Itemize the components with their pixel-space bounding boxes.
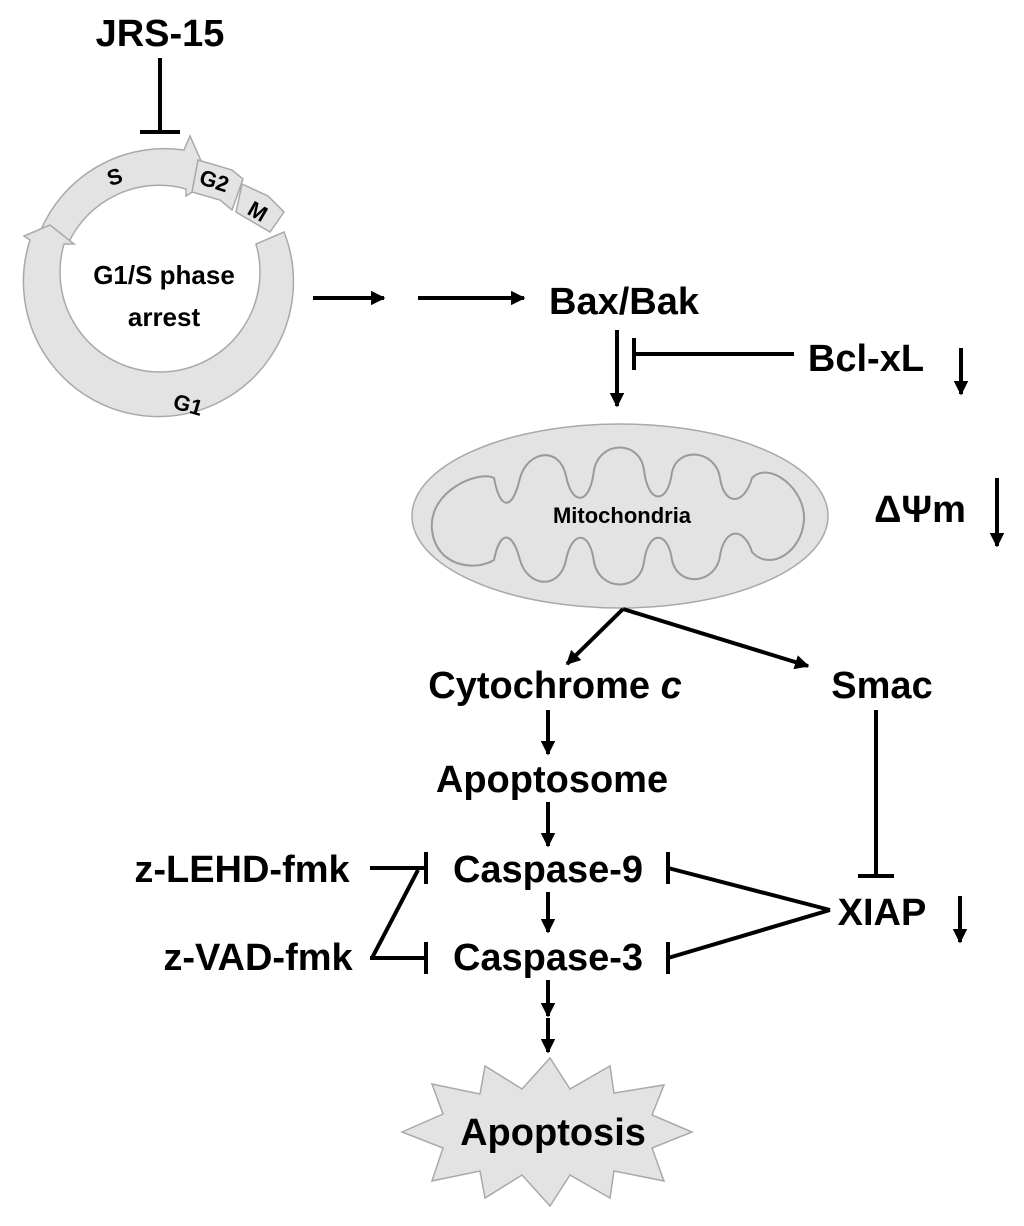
jrs15-label: JRS-15 xyxy=(96,13,225,55)
mitochondria-label: Mitochondria xyxy=(553,503,692,528)
cell-cycle-ring xyxy=(22,134,295,418)
xiap-label: XIAP xyxy=(838,892,927,934)
apoptosis-label: Apoptosis xyxy=(460,1112,646,1154)
m-phase-arrow xyxy=(235,182,285,233)
caspase3-label: Caspase-3 xyxy=(453,937,643,979)
s-phase-arrow xyxy=(39,134,211,245)
xiap-caspase3-line xyxy=(667,908,831,960)
apoptosome-label: Apoptosome xyxy=(436,759,668,801)
apoptosis-starburst xyxy=(400,1056,694,1208)
bax-bak-label: Bax/Bak xyxy=(549,281,700,323)
arrest-label-line2: arrest xyxy=(128,302,201,332)
bclxl-label: Bcl-xL xyxy=(808,338,924,380)
g1-phase-arrow xyxy=(22,224,295,418)
arrow-mito-cytochrome xyxy=(565,607,625,666)
z-vad-fmk-label: z-VAD-fmk xyxy=(163,937,353,979)
caspase9-label: Caspase-9 xyxy=(453,849,643,891)
arrest-label-line1: G1/S phase xyxy=(93,260,235,290)
delta-psi-label: ΔΨm xyxy=(874,489,966,531)
z-lehd-fmk-label: z-LEHD-fmk xyxy=(134,849,350,891)
arrow-mito-smac xyxy=(622,607,810,670)
mitochondria-shape xyxy=(411,423,829,609)
zvad-caspase9-connector xyxy=(370,869,420,959)
cytochrome-c-label: Cytochrome c xyxy=(428,665,681,707)
mitochondria-cristae xyxy=(430,446,806,586)
g2-phase-arrow xyxy=(191,159,244,212)
xiap-caspase9-line xyxy=(667,866,831,912)
smac-label: Smac xyxy=(831,665,932,707)
